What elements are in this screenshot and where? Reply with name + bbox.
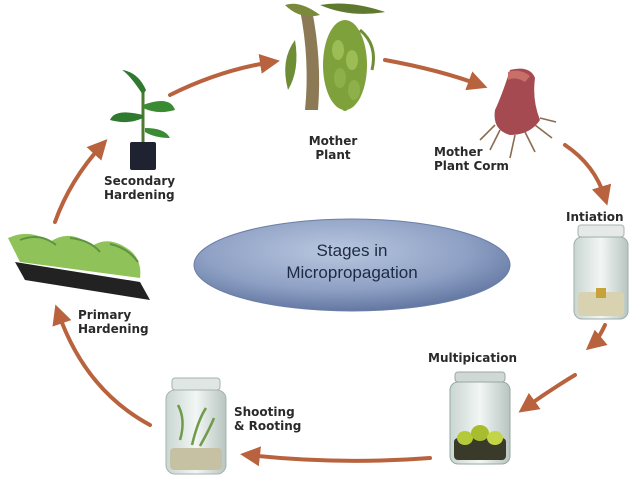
arrow-initiation-to-multiplication xyxy=(585,323,608,351)
stage-label-mother-plant: Mother Plant xyxy=(308,134,358,162)
stage-label-initiation: Intiation xyxy=(566,210,624,224)
stage-label-shooting-rooting: Shooting & Rooting xyxy=(234,405,302,433)
stage-label-secondary-hardening: Secondary Hardening xyxy=(104,174,176,202)
center-title: Stages in Micropropagation xyxy=(286,241,418,282)
cycle-arrows xyxy=(52,53,612,467)
culture-jar-icon xyxy=(573,224,629,320)
seedling-tray-icon xyxy=(8,233,150,300)
arrow-multiplication-to-shooting xyxy=(518,373,577,413)
center-ellipse xyxy=(193,218,511,312)
arrow-secondary-to-mother-plant xyxy=(168,53,280,97)
corm-icon xyxy=(479,68,557,159)
arrow-mother-plant-to-corm xyxy=(383,58,488,91)
rooting-jar-icon xyxy=(165,377,227,475)
arrow-shooting-to-primary xyxy=(52,304,152,427)
potted-plant-icon xyxy=(110,70,175,170)
banana-plant-with-fruit-icon xyxy=(285,3,385,111)
stage-label-multiplication: Multipication xyxy=(428,351,517,365)
arrow-corm-to-initiation xyxy=(563,143,612,206)
stage-label-primary-hardening: Primary Hardening xyxy=(78,308,149,336)
culture-jar-with-shoots-icon xyxy=(449,371,511,465)
arrow-primary-to-secondary xyxy=(53,139,108,224)
stage-label-mother-plant-corm: Mother Plant Corm xyxy=(434,145,509,173)
arrow-multiplication-to-rooting-jar xyxy=(240,446,432,467)
